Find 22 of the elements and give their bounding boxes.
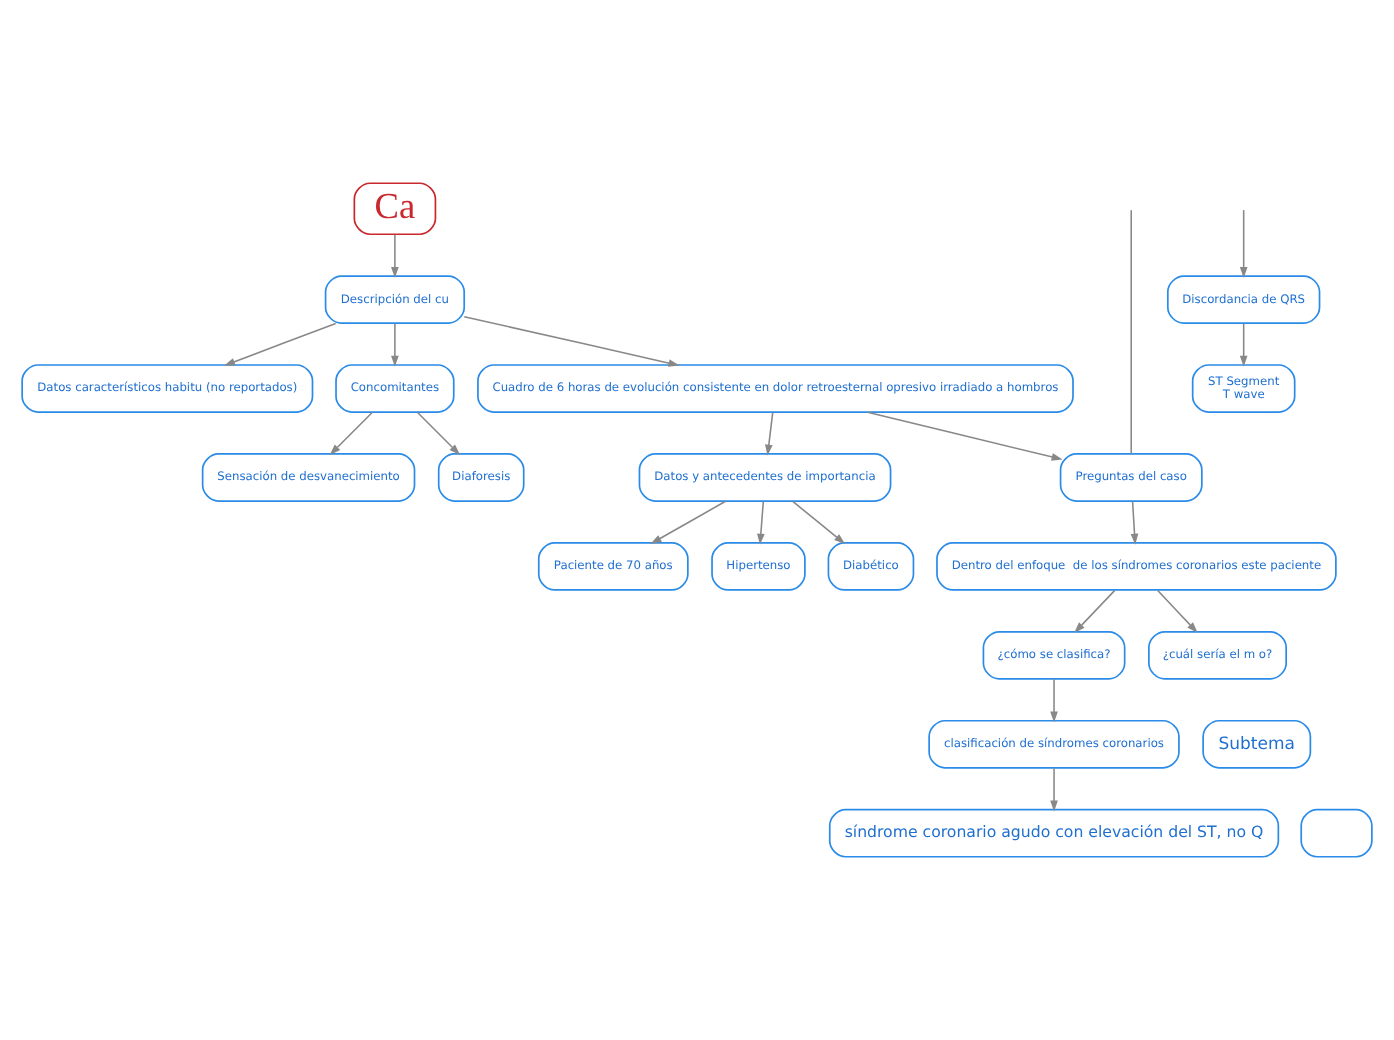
arrow — [765, 411, 774, 456]
arrow — [1156, 589, 1198, 633]
arrow — [1239, 322, 1248, 367]
arrow — [1050, 678, 1058, 723]
connector — [1130, 209, 1132, 455]
arrow — [224, 322, 337, 366]
arrow — [391, 233, 399, 279]
arrow — [1239, 209, 1248, 279]
arrow — [329, 411, 373, 456]
arrow — [1050, 767, 1058, 812]
arrow — [792, 500, 846, 545]
node-box: Ca — [353, 182, 437, 236]
arrow — [1074, 589, 1116, 633]
node-box — [1300, 808, 1373, 858]
arrow — [391, 322, 399, 367]
node-box: Subtema — [1202, 719, 1312, 769]
arrow — [416, 411, 461, 456]
arrow — [1130, 500, 1139, 545]
arrow — [463, 315, 680, 367]
arrow — [866, 411, 1063, 461]
arrow — [757, 500, 765, 545]
arrow — [650, 500, 727, 544]
